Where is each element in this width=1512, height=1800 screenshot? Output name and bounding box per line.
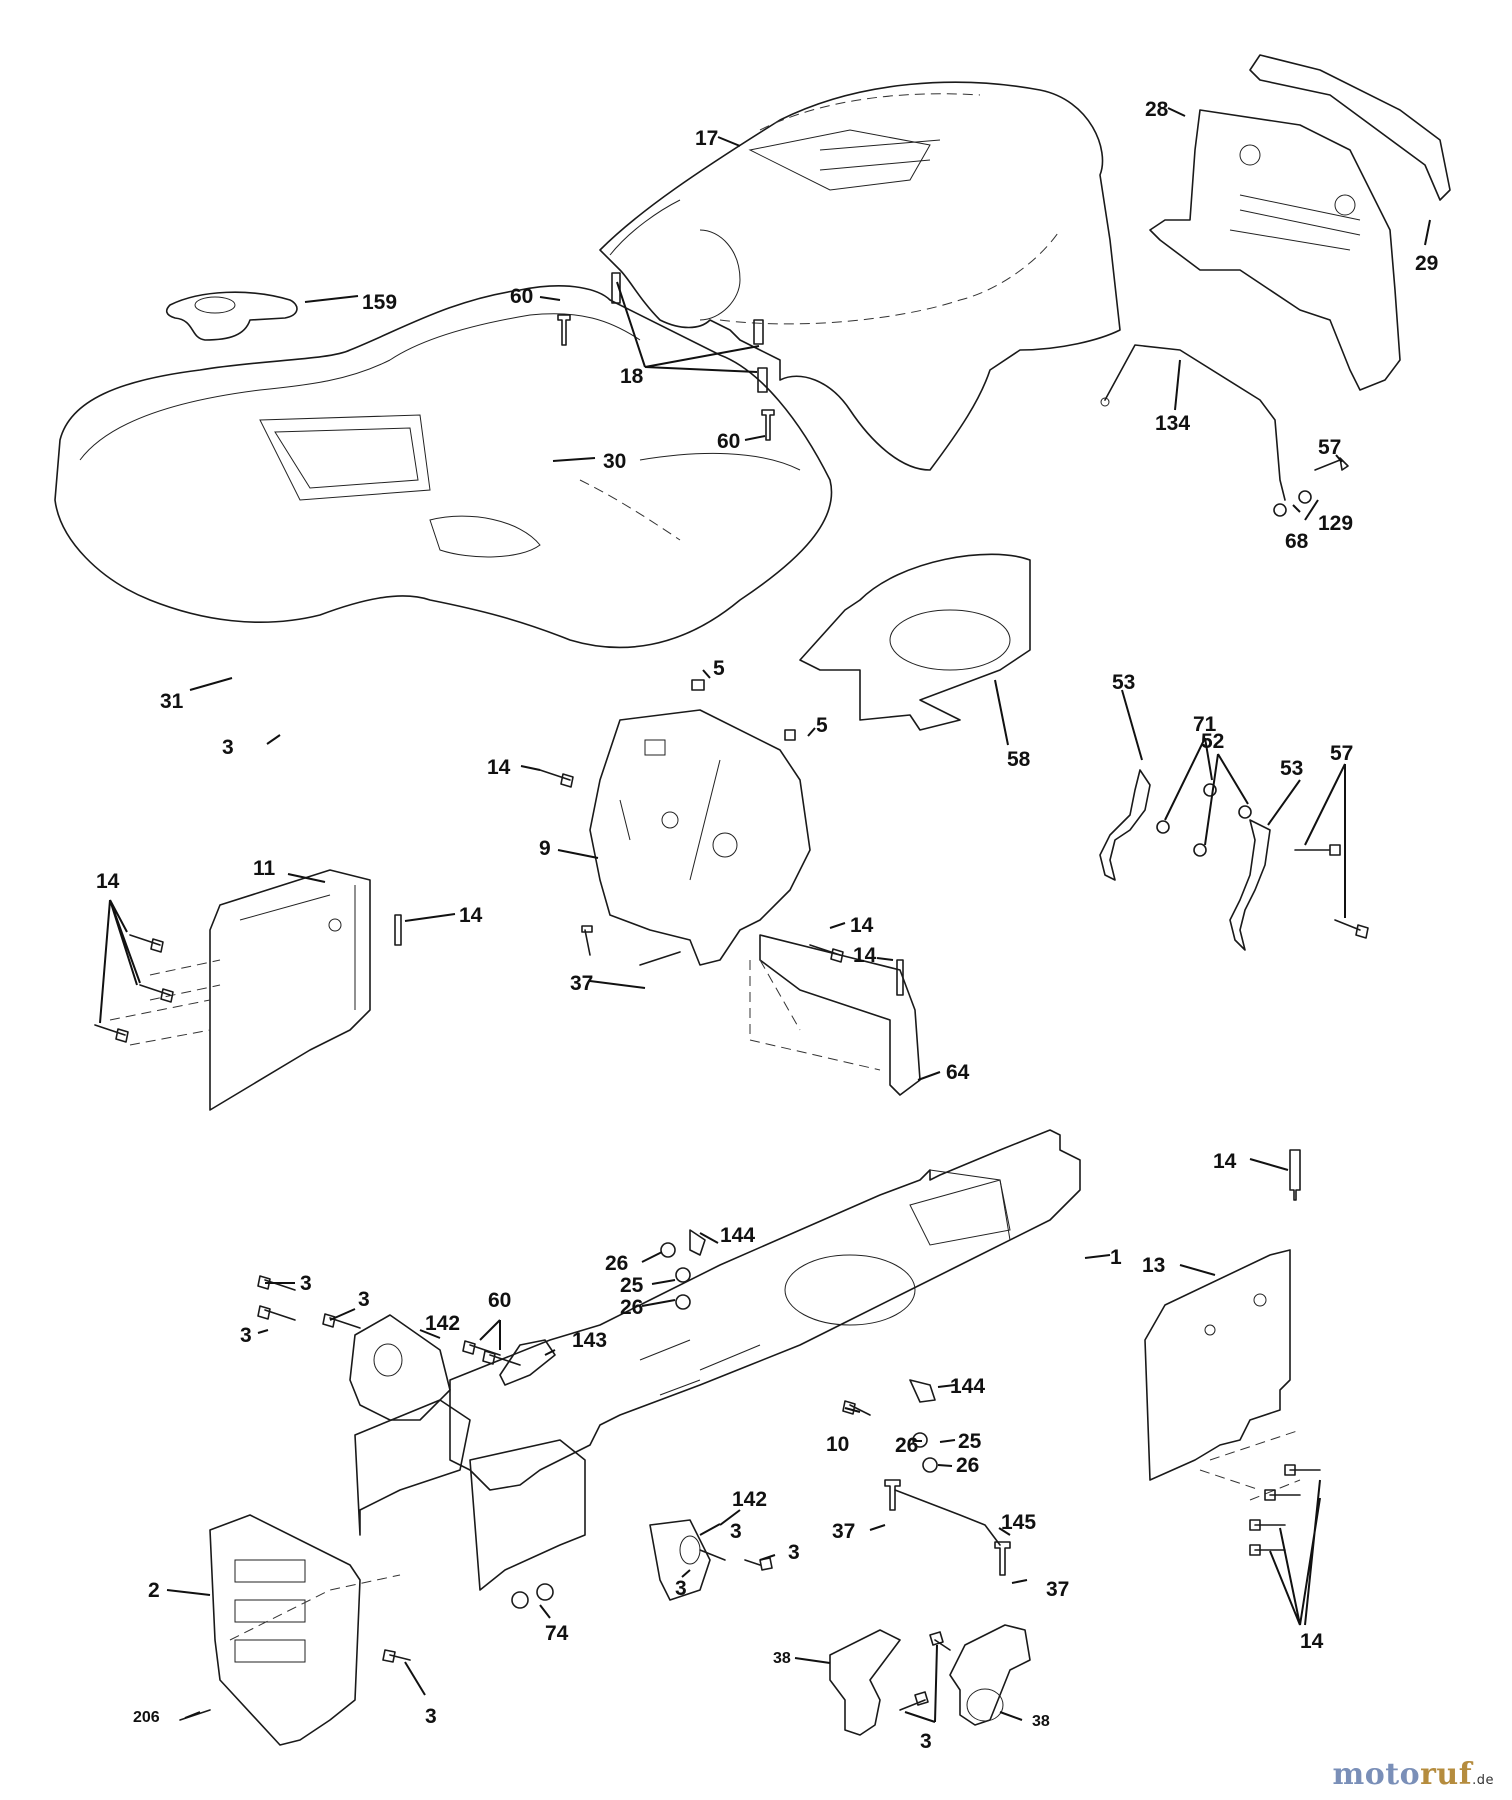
callout-14-e: 14 (853, 944, 877, 967)
callout-144-b: 144 (950, 1375, 985, 1398)
callout-14-b: 14 (96, 870, 120, 893)
dash-panel-part (1149, 54, 1451, 391)
plate-2-part (209, 1514, 401, 1746)
callout-38-b: 38 (1032, 1713, 1050, 1730)
callout-3-f: 3 (788, 1541, 800, 1564)
panel-9-part (589, 679, 811, 966)
plate-13-part (1144, 1249, 1301, 1501)
brackets-142-143-parts (349, 1314, 711, 1601)
brackets-53-parts (1099, 769, 1369, 951)
callout-17: 17 (695, 127, 718, 150)
callout-129: 129 (1318, 512, 1353, 535)
rod-145-part (884, 1479, 1011, 1576)
callout-57-b: 57 (1330, 742, 1353, 765)
callout-26-a: 26 (605, 1252, 628, 1275)
callout-3-a: 3 (222, 736, 234, 759)
callout-29: 29 (1415, 252, 1438, 275)
callout-58: 58 (1007, 748, 1031, 771)
callout-10: 10 (826, 1433, 849, 1456)
plate-11-part (109, 869, 371, 1111)
callout-53-a: 53 (1112, 671, 1135, 694)
callout-38-a: 38 (773, 1650, 791, 1667)
watermark-part-3: .de (1472, 1773, 1494, 1788)
callout-57-a: 57 (1318, 436, 1341, 459)
callout-206: 206 (133, 1709, 160, 1726)
callout-14-c: 14 (459, 904, 483, 927)
callout-30: 30 (603, 450, 626, 473)
callout-25-a: 25 (620, 1274, 644, 1297)
callout-3-e: 3 (730, 1520, 742, 1543)
callout-64: 64 (946, 1061, 970, 1084)
callout-18: 18 (620, 365, 644, 388)
callout-143: 143 (572, 1329, 607, 1352)
callout-60-c: 60 (488, 1289, 511, 1312)
callout-3-i: 3 (920, 1730, 932, 1753)
callout-28: 28 (1145, 98, 1169, 121)
callout-13: 13 (1142, 1254, 1165, 1277)
brackets-38-parts (829, 1624, 1031, 1736)
callout-71: 71 (1193, 713, 1217, 736)
callout-53-b: 53 (1280, 757, 1303, 780)
callout-14-a: 14 (487, 756, 511, 779)
callout-3-g: 3 (675, 1577, 687, 1600)
callout-25-b: 25 (958, 1430, 982, 1453)
callout-1: 1 (1110, 1246, 1122, 1269)
callout-142-a: 142 (425, 1312, 460, 1335)
callout-14-g: 14 (1300, 1630, 1324, 1653)
callout-68: 68 (1285, 530, 1309, 553)
callout-14-f: 14 (1213, 1150, 1237, 1173)
callout-9: 9 (539, 837, 551, 860)
hood-part (599, 81, 1121, 471)
watermark-part-1: moto (1332, 1757, 1421, 1792)
frame-1-part (449, 1129, 1081, 1491)
callout-74: 74 (545, 1622, 569, 1645)
callout-3-c: 3 (358, 1288, 370, 1311)
callout-3-h: 3 (425, 1705, 437, 1728)
callout-37-a: 37 (570, 972, 593, 995)
callout-144-a: 144 (720, 1224, 755, 1247)
callout-26-b: 26 (620, 1296, 643, 1319)
callout-142-b: 142 (732, 1488, 767, 1511)
callout-60-b: 60 (717, 430, 740, 453)
bolt-60-parts (557, 314, 775, 441)
leader-lines (99, 107, 1431, 1723)
shield-58-part (799, 553, 1031, 731)
callout-145: 145 (1001, 1511, 1036, 1534)
callout-2: 2 (148, 1579, 160, 1602)
callout-labels: 17 28 29 159 60 18 30 60 134 57 129 68 5… (96, 98, 1438, 1753)
callout-3-b: 3 (300, 1272, 312, 1295)
watermark-logo: motoruf.de (1332, 1757, 1494, 1792)
callout-134: 134 (1155, 412, 1190, 435)
callout-14-d: 14 (850, 914, 874, 937)
callout-52: 52 (1201, 730, 1224, 753)
fender-part (54, 285, 833, 649)
callout-31: 31 (160, 690, 184, 713)
callout-37-b: 37 (832, 1520, 855, 1543)
callout-11: 11 (253, 857, 276, 880)
watermark-part-2: ruf (1420, 1757, 1473, 1792)
callout-159: 159 (362, 291, 397, 314)
callout-5-a: 5 (713, 657, 725, 680)
callout-3-d: 3 (240, 1324, 252, 1347)
callout-26-d: 26 (956, 1454, 979, 1477)
bracket-64-part (749, 934, 921, 1096)
small-bolt-parts (94, 769, 1321, 1721)
callout-26-c: 26 (895, 1434, 918, 1457)
linkage-134-part (1100, 344, 1349, 517)
callout-5-b: 5 (816, 714, 828, 737)
callout-60-a: 60 (510, 285, 533, 308)
callout-37-c: 37 (1046, 1578, 1069, 1601)
